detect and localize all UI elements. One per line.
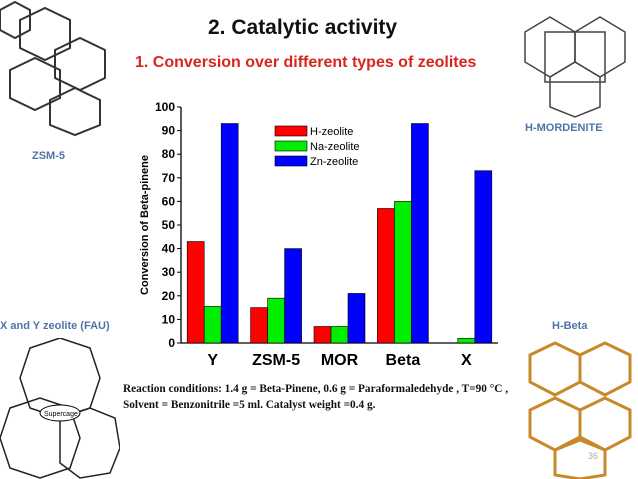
- y-tick-label: 0: [168, 336, 175, 350]
- fau-label: X and Y zeolite (FAU): [0, 320, 110, 332]
- legend-swatch: [274, 140, 308, 152]
- x-tick-label: Y: [207, 352, 218, 369]
- beta-structure-image: [528, 341, 632, 479]
- beta-label: H-Beta: [552, 320, 588, 332]
- mordenite-structure-image: [524, 16, 626, 118]
- y-tick-label: 30: [162, 265, 176, 279]
- x-tick-label: ZSM-5: [252, 352, 300, 369]
- bar-zn-zeolite-mor: [347, 293, 366, 344]
- page-number: 36: [588, 451, 599, 461]
- slide-title: 2. Catalytic activity: [208, 16, 398, 39]
- bar-na-zeolite-zsm-5: [267, 297, 285, 344]
- mordenite-label: H-MORDENITE: [525, 122, 603, 134]
- supercage-label: Supercage: [44, 411, 78, 418]
- legend-label: Zn-zeolite: [310, 156, 358, 168]
- y-tick-label: 90: [162, 124, 176, 138]
- legend-label: H-zeolite: [310, 126, 353, 138]
- y-tick-label: 20: [162, 289, 176, 303]
- x-tick-label: Beta: [386, 352, 421, 369]
- bar-na-zeolite-mor: [330, 326, 349, 344]
- bar-h-zeolite-zsm-5: [250, 307, 268, 344]
- y-tick-label: 80: [162, 147, 176, 161]
- y-tick-label: 40: [162, 242, 176, 256]
- y-tick-label: 100: [155, 100, 175, 114]
- y-tick-label: 70: [162, 171, 176, 185]
- y-axis-label: Conversion of Beta-pinene: [139, 155, 151, 295]
- bar-zn-zeolite-x: [474, 170, 493, 344]
- zsm5-label: ZSM-5: [32, 150, 65, 162]
- bar-zn-zeolite-beta: [411, 123, 429, 344]
- legend-swatch: [274, 155, 308, 167]
- zsm5-structure-image: [0, 0, 106, 137]
- slide-subtitle: 1. Conversion over different types of ze…: [135, 54, 477, 71]
- y-tick-label: 50: [162, 218, 176, 232]
- fau-structure-image: Supercage: [0, 338, 120, 479]
- bar-h-zeolite-beta: [377, 208, 395, 344]
- bar-na-zeolite-y: [203, 306, 222, 344]
- bar-h-zeolite-mor: [313, 326, 332, 344]
- bar-h-zeolite-y: [186, 241, 205, 344]
- x-tick-label: MOR: [321, 352, 359, 369]
- bar-zn-zeolite-zsm-5: [284, 248, 302, 344]
- bar-na-zeolite-beta: [394, 201, 412, 344]
- legend-label: Na-zeolite: [310, 141, 360, 153]
- y-tick-label: 60: [162, 194, 176, 208]
- bar-zn-zeolite-y: [220, 123, 239, 344]
- legend-swatch: [274, 125, 308, 137]
- x-tick-label: X: [461, 352, 472, 369]
- y-tick-label: 10: [162, 312, 176, 326]
- bar-na-zeolite-x: [457, 337, 476, 344]
- reaction-conditions: Reaction conditions: 1.4 g = Beta-Pinene…: [123, 383, 509, 411]
